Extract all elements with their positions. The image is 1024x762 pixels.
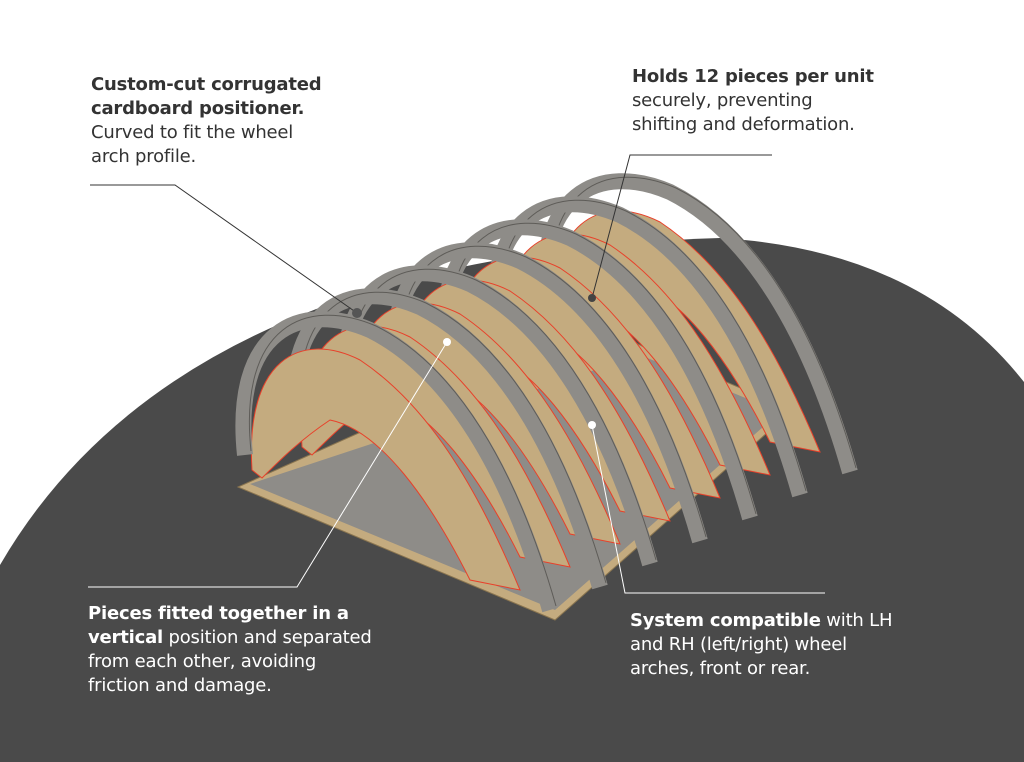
callout-vertical-emphasis: vertical <box>88 627 163 648</box>
callout-vertical: Pieces fitted together in a vertical pos… <box>88 602 383 698</box>
callout-positioner-title: Custom-cut corrugated cardboard position… <box>91 74 322 119</box>
callout-compatible-text: with LH and RH (left/right) wheel arches… <box>630 610 893 679</box>
pointer-dot <box>443 338 451 346</box>
gray-arch <box>385 242 708 544</box>
gray-arch <box>435 219 758 521</box>
gray-arch <box>235 311 558 613</box>
callout-vertical-text: position and separated from each other, … <box>88 627 372 696</box>
cardboard-panel <box>250 348 521 591</box>
pointer-dot <box>588 294 596 302</box>
callout-positioner: Custom-cut corrugated cardboard position… <box>91 73 331 169</box>
leader-lines <box>88 154 825 594</box>
pointer-dot <box>588 421 596 429</box>
arch-stack <box>235 173 858 613</box>
callout-compatible: System compatible with LH and RH (left/r… <box>630 609 900 681</box>
callout-capacity-title: Holds 12 pieces per unit <box>632 66 874 87</box>
pointer-dot <box>352 308 362 318</box>
callout-vertical-title: Pieces fitted together in a <box>88 603 349 624</box>
gray-arch <box>485 196 808 498</box>
gray-arch <box>285 288 608 590</box>
callout-compatible-title: System compatible <box>630 610 821 631</box>
callout-capacity-text: securely, preventing shifting and deform… <box>632 90 855 135</box>
arch-piece <box>235 311 558 613</box>
callout-positioner-text: Curved to fit the wheel arch profile. <box>91 122 294 167</box>
gray-arch <box>535 173 858 475</box>
callout-capacity: Holds 12 pieces per unit securely, preve… <box>632 65 882 137</box>
